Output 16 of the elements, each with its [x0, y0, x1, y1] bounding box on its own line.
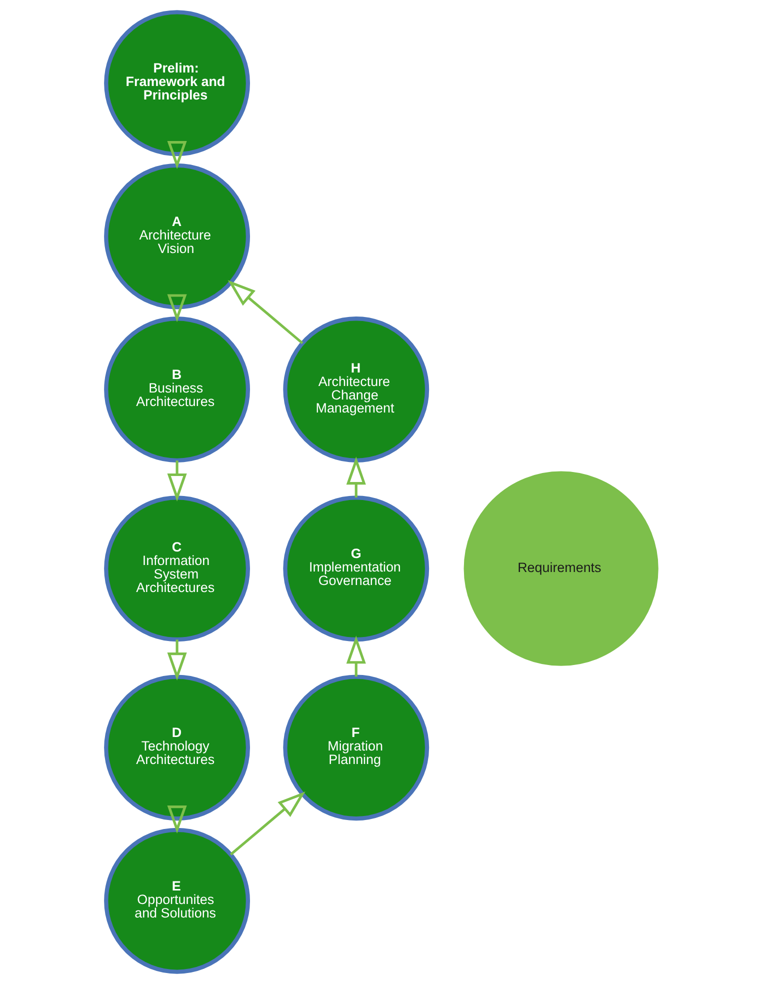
- node-circle: B Business Architectures: [104, 316, 250, 462]
- arrow: [346, 456, 366, 498]
- node-circle: E Opportunites and Solutions: [104, 828, 250, 974]
- arrow: [230, 792, 306, 856]
- arrow: [167, 460, 187, 502]
- node-circle: Requirements: [464, 471, 658, 666]
- arrow: [167, 141, 187, 169]
- node-circle: H Architecture Change Management: [283, 316, 430, 462]
- arrow: [346, 636, 366, 677]
- node-circle: C Information System Architectures: [104, 496, 250, 642]
- arrow: [228, 280, 304, 344]
- arrow: [167, 640, 187, 681]
- node-circle: G Implementation Governance: [283, 496, 430, 642]
- arrow: [167, 806, 187, 834]
- arrow: [167, 294, 187, 322]
- node-circle: F Migration Planning: [283, 674, 430, 821]
